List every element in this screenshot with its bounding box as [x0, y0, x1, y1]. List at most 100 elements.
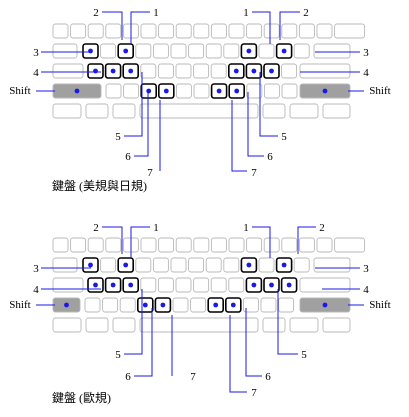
key: [175, 23, 192, 39]
home-dot: [142, 302, 148, 308]
key: [263, 237, 280, 253]
key: [322, 317, 351, 333]
home-dot: [251, 282, 257, 288]
finger-number-label: 2: [303, 7, 309, 19]
key: [85, 317, 109, 333]
key: [262, 103, 286, 119]
key: [87, 237, 104, 253]
key: [140, 23, 157, 39]
key: [193, 277, 210, 293]
finger-number-label: 3: [363, 263, 369, 275]
caption-us-jp-keyboard: 鍵盤 (美規與日規): [52, 179, 147, 193]
key: [223, 257, 240, 273]
finger-number-label: 4: [363, 284, 369, 296]
home-dot: [93, 68, 98, 74]
home-dot: [123, 48, 129, 54]
key: [52, 23, 69, 39]
home-dot: [286, 282, 292, 288]
shift-label-right: Shift: [369, 299, 390, 311]
key: [246, 83, 263, 99]
finger-number-label: 3: [33, 47, 39, 59]
home-dot: [93, 282, 98, 288]
home-dot: [234, 88, 240, 94]
key: [105, 83, 122, 99]
leader-line: [252, 11, 271, 44]
finger-number-label: 5: [301, 349, 307, 361]
key: [175, 277, 192, 293]
home-dot: [281, 48, 287, 54]
key: [140, 63, 157, 79]
home-dot: [128, 68, 134, 74]
finger-number-label: 5: [115, 131, 121, 143]
spacebar-key: [139, 103, 259, 119]
home-dot: [216, 88, 222, 94]
key: [210, 23, 227, 39]
home-dot: [233, 68, 239, 74]
leader-line: [130, 226, 150, 258]
key: [188, 257, 205, 273]
leader-line: [259, 72, 278, 137]
key: [289, 103, 319, 119]
finger-number-label: 4: [33, 67, 39, 79]
home-dot: [64, 302, 69, 308]
finger-number-label: 7: [251, 167, 257, 179]
home-dot: [322, 302, 328, 308]
home-dot: [281, 262, 287, 268]
key: [246, 237, 263, 253]
key: [140, 277, 157, 293]
home-dot: [110, 282, 116, 288]
finger-number-label: 2: [93, 7, 99, 19]
finger-number-label: 1: [243, 222, 249, 234]
key: [316, 237, 333, 253]
home-dot: [128, 282, 134, 288]
key: [85, 103, 109, 119]
key: [52, 317, 82, 333]
enter-key: [299, 277, 351, 293]
home-dot: [160, 302, 166, 308]
key: [102, 297, 119, 313]
shift-label-left: Shift: [9, 85, 30, 97]
home-dot: [230, 302, 236, 308]
key: [246, 23, 263, 39]
leader-layer: [36, 11, 364, 393]
finger-number-label: 7: [251, 387, 257, 399]
caps-key: [52, 277, 84, 293]
leader-line: [231, 100, 247, 172]
finger-number-label: 4: [363, 67, 369, 79]
leader-line: [134, 308, 153, 377]
home-dot: [246, 262, 252, 268]
spacebar-key: [139, 317, 259, 333]
leader-line: [247, 92, 264, 157]
key: [158, 237, 175, 253]
key: [263, 23, 280, 39]
leader-line: [279, 11, 300, 40]
key: [334, 23, 366, 39]
key: [228, 277, 245, 293]
home-dot: [246, 48, 252, 54]
leader-line: [102, 226, 123, 254]
key: [140, 237, 157, 253]
leader-line: [297, 226, 316, 254]
key: [258, 43, 275, 59]
key: [175, 63, 192, 79]
key: [157, 63, 174, 79]
finger-number-label: 1: [243, 7, 249, 19]
key: [112, 317, 136, 333]
home-dot: [322, 88, 328, 94]
caps-key: [52, 63, 84, 79]
key: [100, 257, 117, 273]
key: [105, 237, 122, 253]
key: [322, 103, 351, 119]
key: [205, 43, 222, 59]
finger-number-label: 7: [147, 167, 153, 179]
key: [87, 23, 104, 39]
key: [175, 237, 192, 253]
key: [170, 43, 187, 59]
key: [152, 257, 169, 273]
finger-number-label: 3: [33, 263, 39, 275]
key: [190, 297, 207, 313]
leader-line: [229, 315, 247, 393]
key: [70, 23, 87, 39]
finger-number-label: 2: [93, 222, 99, 234]
